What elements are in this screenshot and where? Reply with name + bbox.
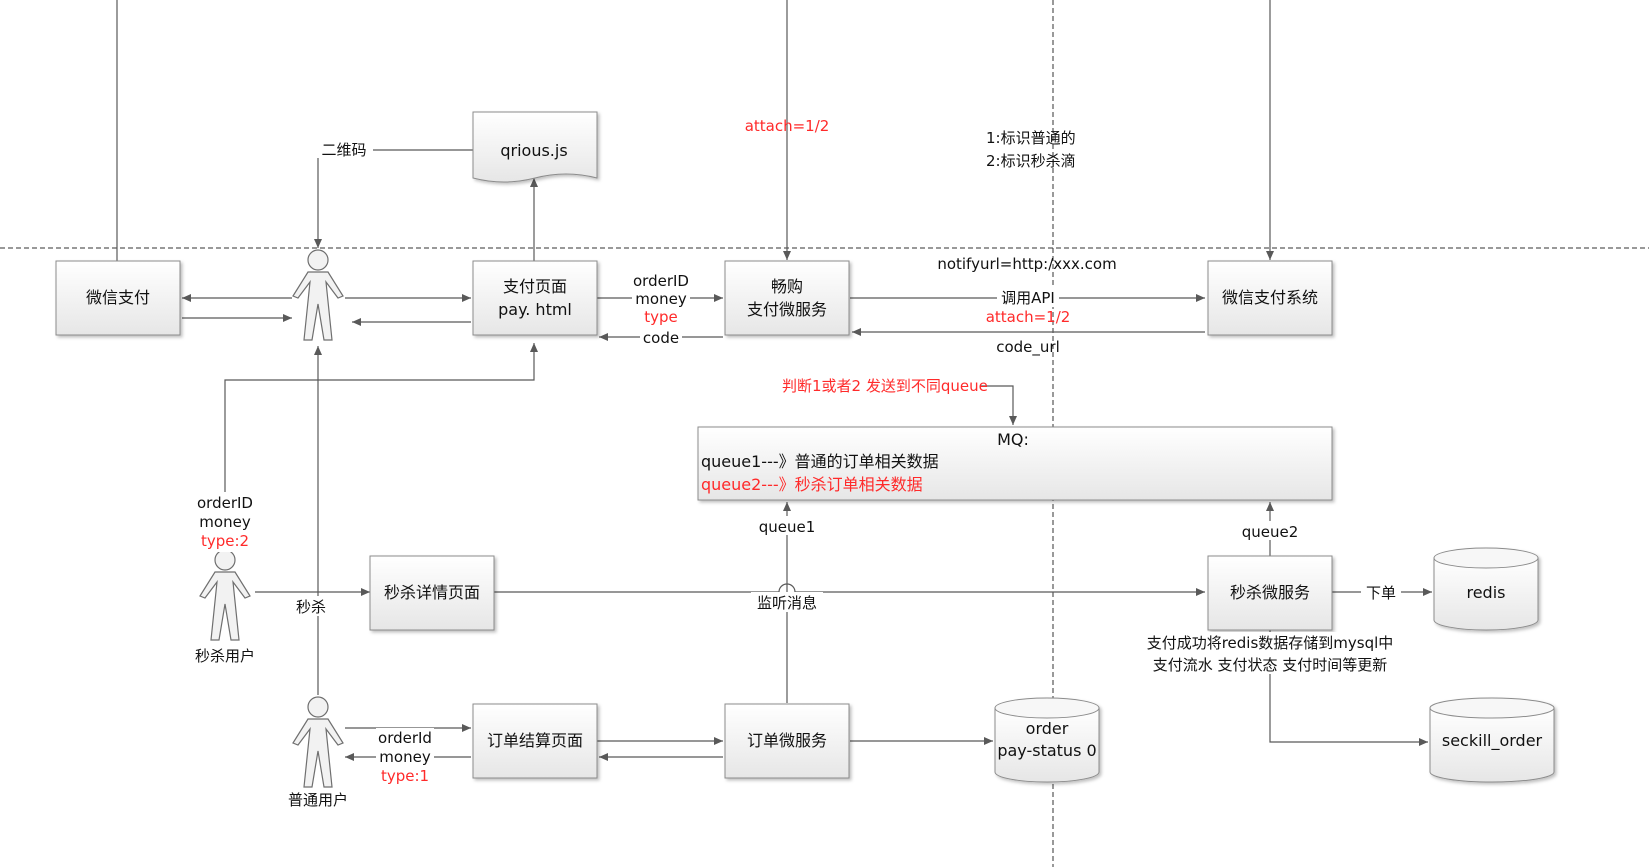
mq-queue1: queue1---》普通的订单相关数据 — [701, 452, 939, 471]
seckill-service-box[interactable] — [1207, 555, 1333, 631]
seckill-money-label: money — [199, 513, 251, 531]
note-line-2: 2:标识秒杀滴 — [986, 152, 1076, 170]
mq-box[interactable] — [697, 426, 1333, 501]
mq-title: MQ: — [997, 430, 1029, 449]
redis-note-line-2: 支付流水 支付状态 支付时间等更新 — [1153, 656, 1388, 674]
place-order-label: 下单 — [1366, 584, 1396, 602]
normal-orderid-label: orderId — [378, 729, 432, 747]
qrious-document[interactable] — [472, 111, 598, 183]
order-settle-box[interactable] — [472, 703, 598, 779]
seckill-service-label: 秒杀微服务 — [1230, 583, 1310, 602]
call-api-label: 调用API — [1001, 289, 1055, 307]
changgou-label-1: 畅购 — [771, 277, 803, 296]
order-settle-label: 订单结算页面 — [487, 731, 583, 750]
queue2-label: queue2 — [1242, 523, 1299, 541]
order-db-label-1: order — [1026, 719, 1069, 738]
wechat-system-label: 微信支付系统 — [1222, 288, 1318, 307]
normal-user-actor-icon[interactable] — [292, 696, 344, 788]
pay-orderid-label: orderID — [633, 272, 689, 290]
seckill-user-actor-icon[interactable] — [199, 549, 251, 641]
seckill-type-label: type:2 — [201, 532, 249, 550]
queue1-label: queue1 — [759, 518, 816, 536]
seckill-user-label: 秒杀用户 — [195, 647, 255, 665]
wechat-pay-box[interactable] — [55, 260, 181, 336]
pay-page-label-2: pay. html — [498, 300, 572, 319]
line-seckill-user-to-paypage — [224, 343, 538, 500]
notify-url-label: notifyurl=http:/xxx.com — [937, 255, 1116, 273]
judge-label: 判断1或者2 发送到不同queue — [782, 377, 988, 395]
order-service-label: 订单微服务 — [747, 731, 827, 750]
attach-top-label: attach=1/2 — [745, 117, 830, 135]
redis-label: redis — [1466, 583, 1505, 602]
line-judge-to-mq — [980, 385, 1017, 425]
seckill-detail-label: 秒杀详情页面 — [384, 583, 480, 602]
note-line-1: 1:标识普通的 — [986, 129, 1076, 147]
changgou-pay-service-box[interactable] — [724, 260, 850, 336]
pay-page-label-1: 支付页面 — [503, 277, 567, 296]
normal-type-label: type:1 — [381, 767, 429, 785]
qrcode-label: 二维码 — [321, 141, 366, 159]
seckill-orderid-label: orderID — [197, 494, 253, 512]
wechat-pay-system-box[interactable] — [1207, 260, 1333, 336]
listen-label: 监听消息 — [757, 594, 817, 612]
code-url-label: code_url — [996, 338, 1060, 357]
seckill-order-database[interactable] — [1429, 697, 1555, 783]
redis-database[interactable] — [1433, 547, 1539, 631]
seckill-order-label: seckill_order — [1442, 731, 1543, 751]
changgou-label-2: 支付微服务 — [747, 300, 827, 319]
order-database[interactable] — [994, 697, 1100, 783]
seckill-action-label: 秒杀 — [296, 598, 326, 616]
normal-money-label: money — [379, 748, 431, 766]
seckill-detail-box[interactable] — [369, 555, 495, 631]
pay-type-label: type — [644, 308, 678, 326]
user-actor-icon[interactable] — [292, 249, 344, 341]
pay-code-label: code — [643, 329, 679, 347]
wechat-pay-label: 微信支付 — [86, 288, 150, 307]
pay-page-box[interactable] — [472, 260, 598, 336]
redis-note-line-1: 支付成功将redis数据存储到mysql中 — [1147, 634, 1394, 652]
qrious-label: qrious.js — [500, 141, 567, 160]
pay-money-label: money — [635, 290, 687, 308]
mq-queue2: queue2---》秒杀订单相关数据 — [701, 475, 923, 494]
line-detail-to-seckill-service — [482, 583, 1205, 596]
attach-mid-label: attach=1/2 — [986, 308, 1071, 326]
order-service-box[interactable] — [724, 703, 850, 779]
normal-user-label: 普通用户 — [288, 791, 348, 809]
line-qrious-to-qrcode — [314, 149, 473, 248]
order-db-label-2: pay-status 0 — [997, 741, 1096, 760]
